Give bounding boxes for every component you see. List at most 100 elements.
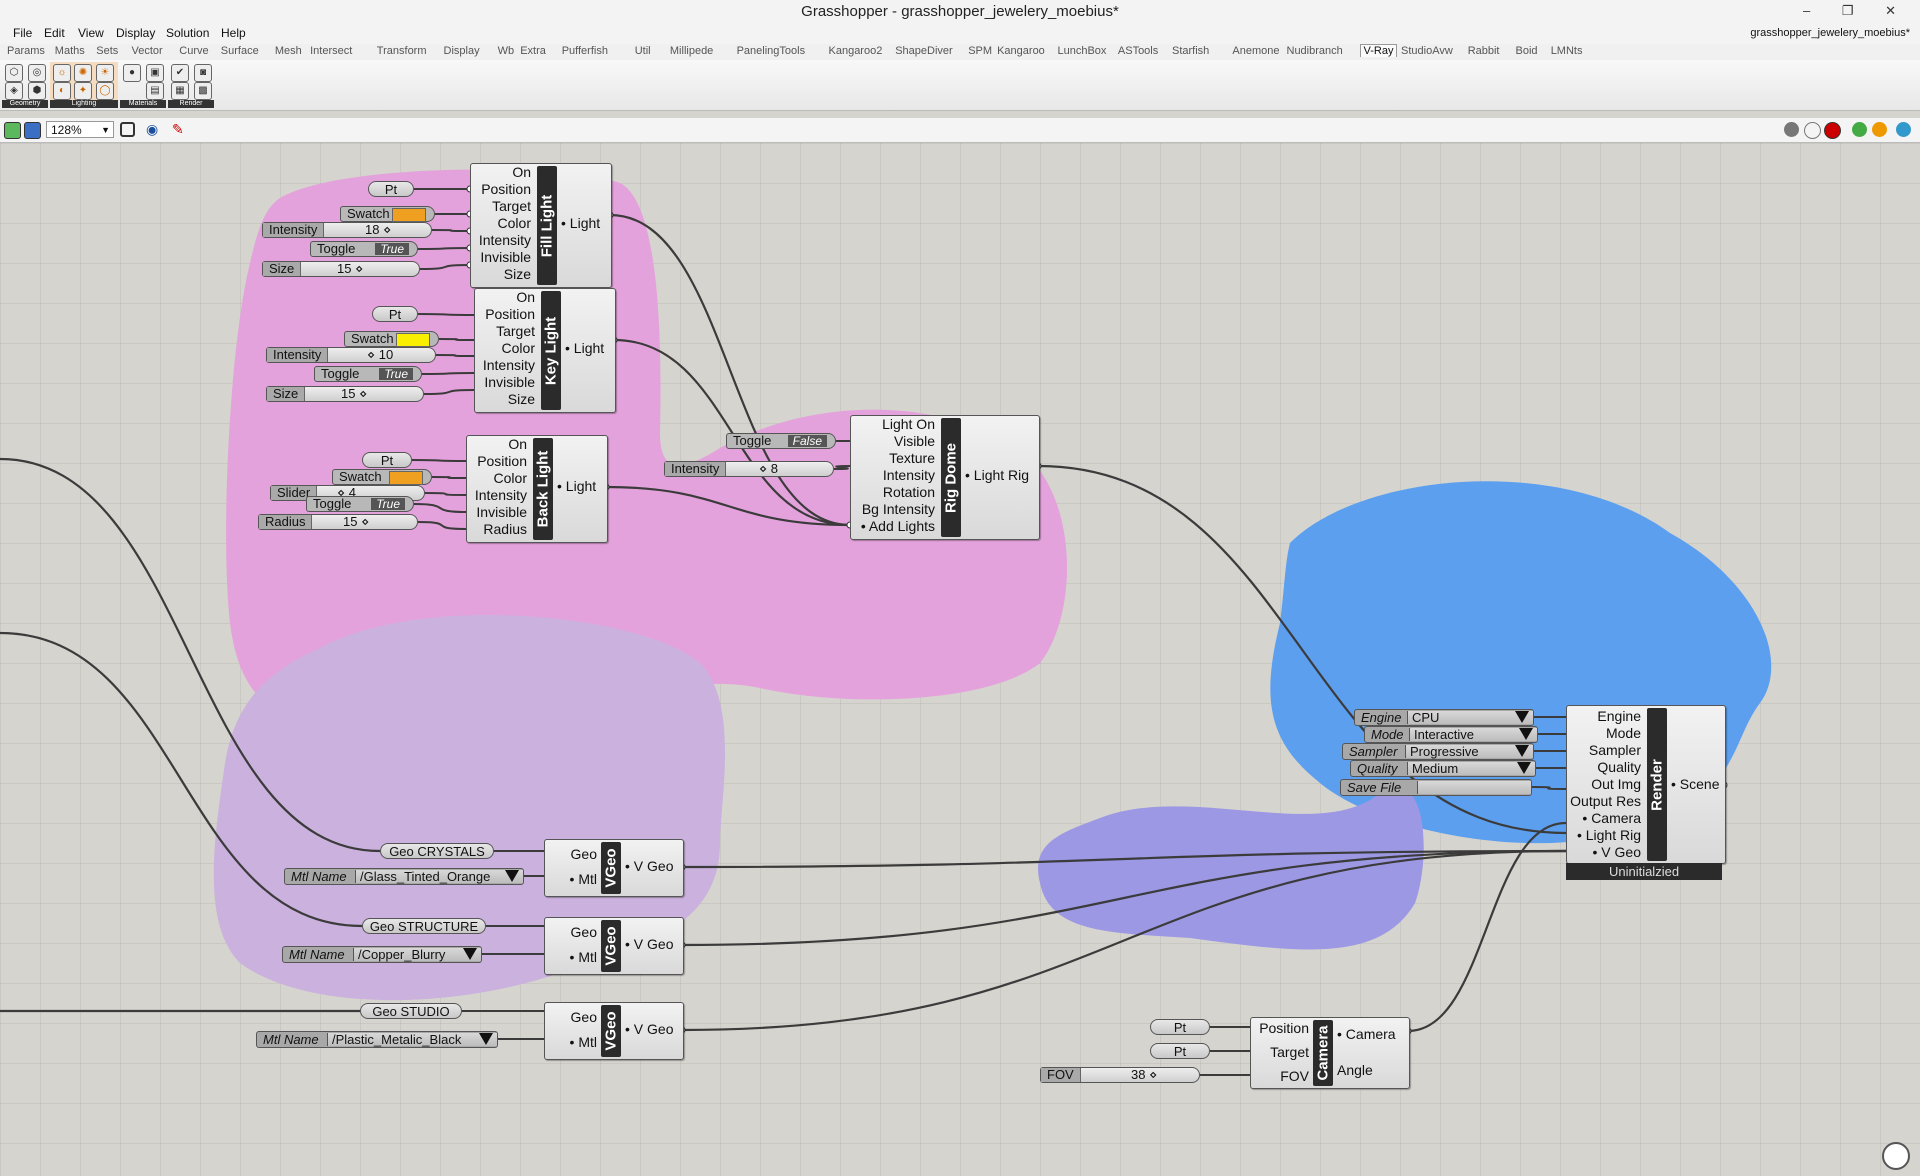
vgeo-component-2[interactable]: VGeo Geo • Mtl • V Geo: [544, 917, 684, 975]
tab-display[interactable]: Display: [443, 45, 480, 57]
tab-nudibranch[interactable]: Nudibranch: [1286, 45, 1343, 57]
tab-spm[interactable]: SPM: [968, 45, 993, 57]
tab-extra[interactable]: Extra: [520, 45, 546, 57]
light-icon[interactable]: ✦: [74, 82, 92, 100]
render-icon[interactable]: ✔: [171, 64, 189, 82]
back-swatch[interactable]: Swatch: [332, 469, 432, 485]
fill-swatch[interactable]: Swatch: [340, 206, 435, 222]
rig-dome-component[interactable]: Rig Dome Light On Visible Texture Intens…: [850, 415, 1040, 540]
tab-vector[interactable]: Vector: [131, 45, 163, 57]
material-icon[interactable]: ▤: [146, 82, 164, 100]
dropdown-arrow-icon[interactable]: [505, 870, 519, 882]
key-point-param[interactable]: Pt: [372, 306, 418, 322]
wireframe-icon[interactable]: [1804, 122, 1821, 139]
dome-intensity-slider[interactable]: Intensity⋄ 8: [664, 461, 834, 477]
vgeo-component-3[interactable]: VGeo Geo • Mtl • V Geo: [544, 1002, 684, 1060]
dropdown-arrow-icon[interactable]: [1515, 711, 1529, 723]
dropdown-arrow-icon[interactable]: [1519, 728, 1533, 740]
light-icon[interactable]: ✺: [74, 64, 92, 82]
camera-component[interactable]: Camera Position Target FOV • Camera Angl…: [1250, 1017, 1410, 1089]
key-light-component[interactable]: Key Light On Position Target Color Inten…: [474, 288, 616, 413]
dropdown-arrow-icon[interactable]: [479, 1033, 493, 1045]
back-point-param[interactable]: Pt: [362, 452, 412, 468]
tab-millipede[interactable]: Millipede: [669, 45, 714, 57]
vgeo-component-1[interactable]: VGeo Geo • Mtl • V Geo: [544, 839, 684, 897]
render-icon[interactable]: ▩: [194, 82, 212, 100]
geometry-icon[interactable]: ⬡: [5, 64, 23, 82]
menu-solution[interactable]: Solution: [166, 26, 210, 40]
tab-v-ray[interactable]: V-Ray: [1359, 44, 1398, 57]
tab-anemone[interactable]: Anemone: [1232, 45, 1280, 57]
tab-maths[interactable]: Maths: [54, 45, 85, 57]
tab-transform[interactable]: Transform: [376, 45, 427, 57]
light-icon[interactable]: ◯: [96, 82, 114, 100]
menu-help[interactable]: Help: [221, 26, 246, 40]
zoom-dropdown[interactable]: 128%▼: [46, 121, 114, 138]
tab-boid[interactable]: Boid: [1515, 45, 1538, 57]
tab-intersect[interactable]: Intersect: [310, 45, 353, 57]
tab-kangaroo[interactable]: Kangaroo: [997, 45, 1045, 57]
render-component[interactable]: Render Engine Mode Sampler Quality Out I…: [1566, 705, 1726, 864]
tab-kangaroo2[interactable]: Kangaroo2: [828, 45, 883, 57]
preview-eye-icon[interactable]: ◉: [146, 121, 159, 137]
tab-pufferfish[interactable]: Pufferfish: [561, 45, 608, 57]
selected-preview-icon[interactable]: [1852, 122, 1867, 137]
geo-crystals-param[interactable]: Geo CRYSTALS: [380, 843, 494, 859]
navigation-compass-icon[interactable]: [1882, 1142, 1910, 1170]
geometry-icon[interactable]: ◎: [28, 64, 46, 82]
material-icon[interactable]: ●: [123, 64, 141, 82]
globe-icon[interactable]: [1896, 122, 1911, 137]
tab-lmnts[interactable]: LMNts: [1550, 45, 1583, 57]
tab-surface[interactable]: Surface: [220, 45, 259, 57]
preview-mode-icon[interactable]: [1784, 122, 1799, 137]
camera-position-point[interactable]: Pt: [1150, 1019, 1210, 1035]
mtl-name-list-2[interactable]: Mtl Name/Copper_Blurry: [282, 946, 482, 963]
back-light-component[interactable]: Back Light On Position Color Intensity I…: [466, 435, 608, 543]
geo-studio-param[interactable]: Geo STUDIO: [360, 1003, 462, 1019]
tab-lunchbox[interactable]: LunchBox: [1057, 45, 1107, 57]
tab-shapediver[interactable]: ShapeDiver: [895, 45, 953, 57]
tab-curve[interactable]: Curve: [179, 45, 209, 57]
tab-mesh[interactable]: Mesh: [274, 45, 302, 57]
material-icon[interactable]: ▣: [146, 64, 164, 82]
sketch-pen-icon[interactable]: ✎: [172, 121, 184, 137]
save-file-param[interactable]: Save File: [1340, 779, 1532, 796]
tab-wb[interactable]: Wb: [497, 45, 515, 57]
render-icon[interactable]: ▦: [171, 82, 189, 100]
tab-astools[interactable]: ASTools: [1117, 45, 1159, 57]
dropdown-arrow-icon[interactable]: [463, 948, 477, 960]
zoom-extents-icon[interactable]: [120, 122, 135, 137]
light-icon[interactable]: ◐: [53, 82, 71, 100]
dropdown-arrow-icon[interactable]: [1515, 745, 1529, 757]
key-intensity-slider[interactable]: Intensity⋄ 10: [266, 347, 436, 363]
open-file-icon[interactable]: [4, 122, 21, 139]
tab-panelingtools[interactable]: PanelingTools: [736, 45, 806, 57]
material-preview-icon[interactable]: [1872, 122, 1887, 137]
dropdown-arrow-icon[interactable]: [1517, 762, 1531, 774]
geo-structure-param[interactable]: Geo STRUCTURE: [362, 918, 486, 934]
tab-rabbit[interactable]: Rabbit: [1467, 45, 1500, 57]
tab-sets[interactable]: Sets: [96, 45, 119, 57]
geometry-icon[interactable]: ⬢: [28, 82, 46, 100]
mtl-name-list-1[interactable]: Mtl Name/Glass_Tinted_Orange: [284, 868, 524, 885]
fill-light-component[interactable]: Fill Light On Position Target Color Inte…: [470, 163, 612, 288]
menu-file[interactable]: File: [13, 26, 33, 40]
menu-display[interactable]: Display: [116, 26, 156, 40]
mtl-name-list-3[interactable]: Mtl Name/Plastic_Metalic_Black: [256, 1031, 498, 1048]
tab-studioavw[interactable]: StudioAvw: [1401, 45, 1453, 57]
fill-point-param[interactable]: Pt: [368, 181, 414, 197]
tab-params[interactable]: Params: [7, 45, 45, 57]
